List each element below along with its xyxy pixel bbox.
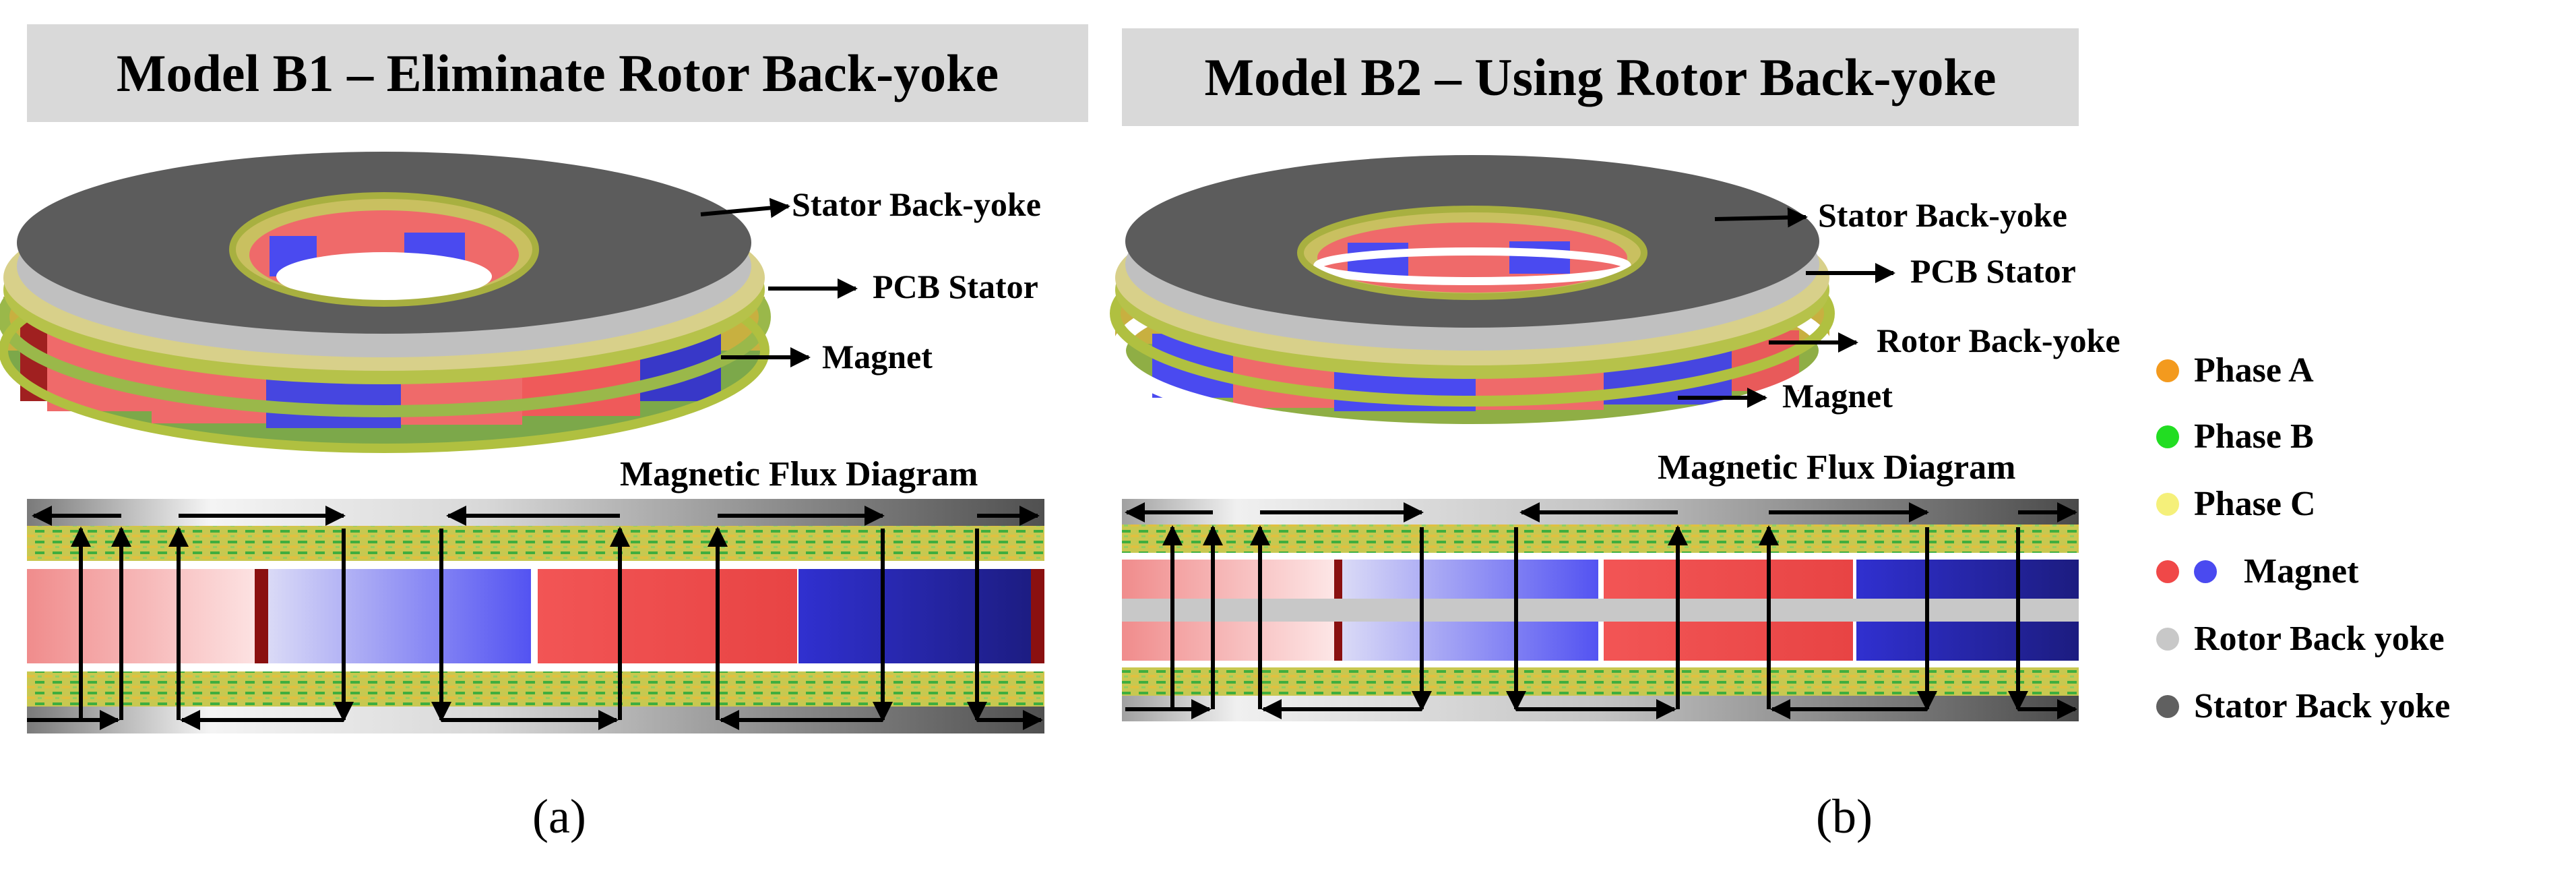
- legend-phase-a-label: Phase A: [2194, 351, 2314, 390]
- legend-magnet-label: Magnet: [2244, 552, 2359, 591]
- panel-a-motor-3d: [0, 152, 771, 453]
- legend-stator-back-yoke: Stator Back yoke: [2156, 686, 2450, 726]
- panel-a-flux-diagram: [27, 499, 1044, 733]
- panel-a-magnet-label: Magnet: [822, 338, 933, 376]
- panel-b-stator-back-yoke-label: Stator Back-yoke: [1818, 196, 2067, 234]
- panel-b-motor-3d: [1110, 155, 1835, 439]
- panel-a-pcb-stator-label: PCB Stator: [873, 268, 1038, 305]
- panel-b-flux-diagram: [1122, 499, 2079, 721]
- panel-a-title: Model B1 – Eliminate Rotor Back-yoke: [27, 24, 1088, 122]
- magnet-red-swatch: [2156, 560, 2179, 583]
- phase-a-swatch: [2156, 359, 2179, 382]
- panel-b-rotor-back-yoke-label: Rotor Back-yoke: [1877, 322, 2121, 359]
- panel-b-magnet-label: Magnet: [1782, 377, 1893, 415]
- panel-b-flux-title: Magnetic Flux Diagram: [1658, 448, 2016, 487]
- stator-back-yoke-swatch: [2156, 694, 2179, 718]
- panel-a-caption: (a): [532, 789, 586, 843]
- rotor-back-yoke-swatch: [2156, 627, 2179, 651]
- legend-rotor-back-yoke-label: Rotor Back yoke: [2194, 620, 2445, 658]
- magnet-blue-swatch: [2194, 560, 2217, 583]
- panel-b-pcb-stator-label: PCB Stator: [1910, 252, 2076, 290]
- legend-phase-c: Phase C: [2156, 484, 2316, 524]
- legend-phase-b-label: Phase B: [2194, 417, 2314, 456]
- legend-stator-back-yoke-label: Stator Back yoke: [2194, 687, 2451, 725]
- legend-phase-b: Phase B: [2156, 417, 2314, 456]
- panel-b-caption: (b): [1816, 789, 1873, 843]
- panel-b-title: Model B2 – Using Rotor Back-yoke: [1122, 28, 2079, 126]
- phase-c-swatch: [2156, 492, 2179, 516]
- legend-magnet: Magnet: [2156, 551, 2358, 591]
- panel-a-flux-title: Magnetic Flux Diagram: [620, 455, 978, 493]
- legend-phase-c-label: Phase C: [2194, 485, 2316, 523]
- legend-rotor-back-yoke: Rotor Back yoke: [2156, 619, 2445, 659]
- phase-b-swatch: [2156, 425, 2179, 448]
- panel-a-stator-back-yoke-label: Stator Back-yoke: [792, 185, 1041, 223]
- legend-phase-a: Phase A: [2156, 351, 2314, 390]
